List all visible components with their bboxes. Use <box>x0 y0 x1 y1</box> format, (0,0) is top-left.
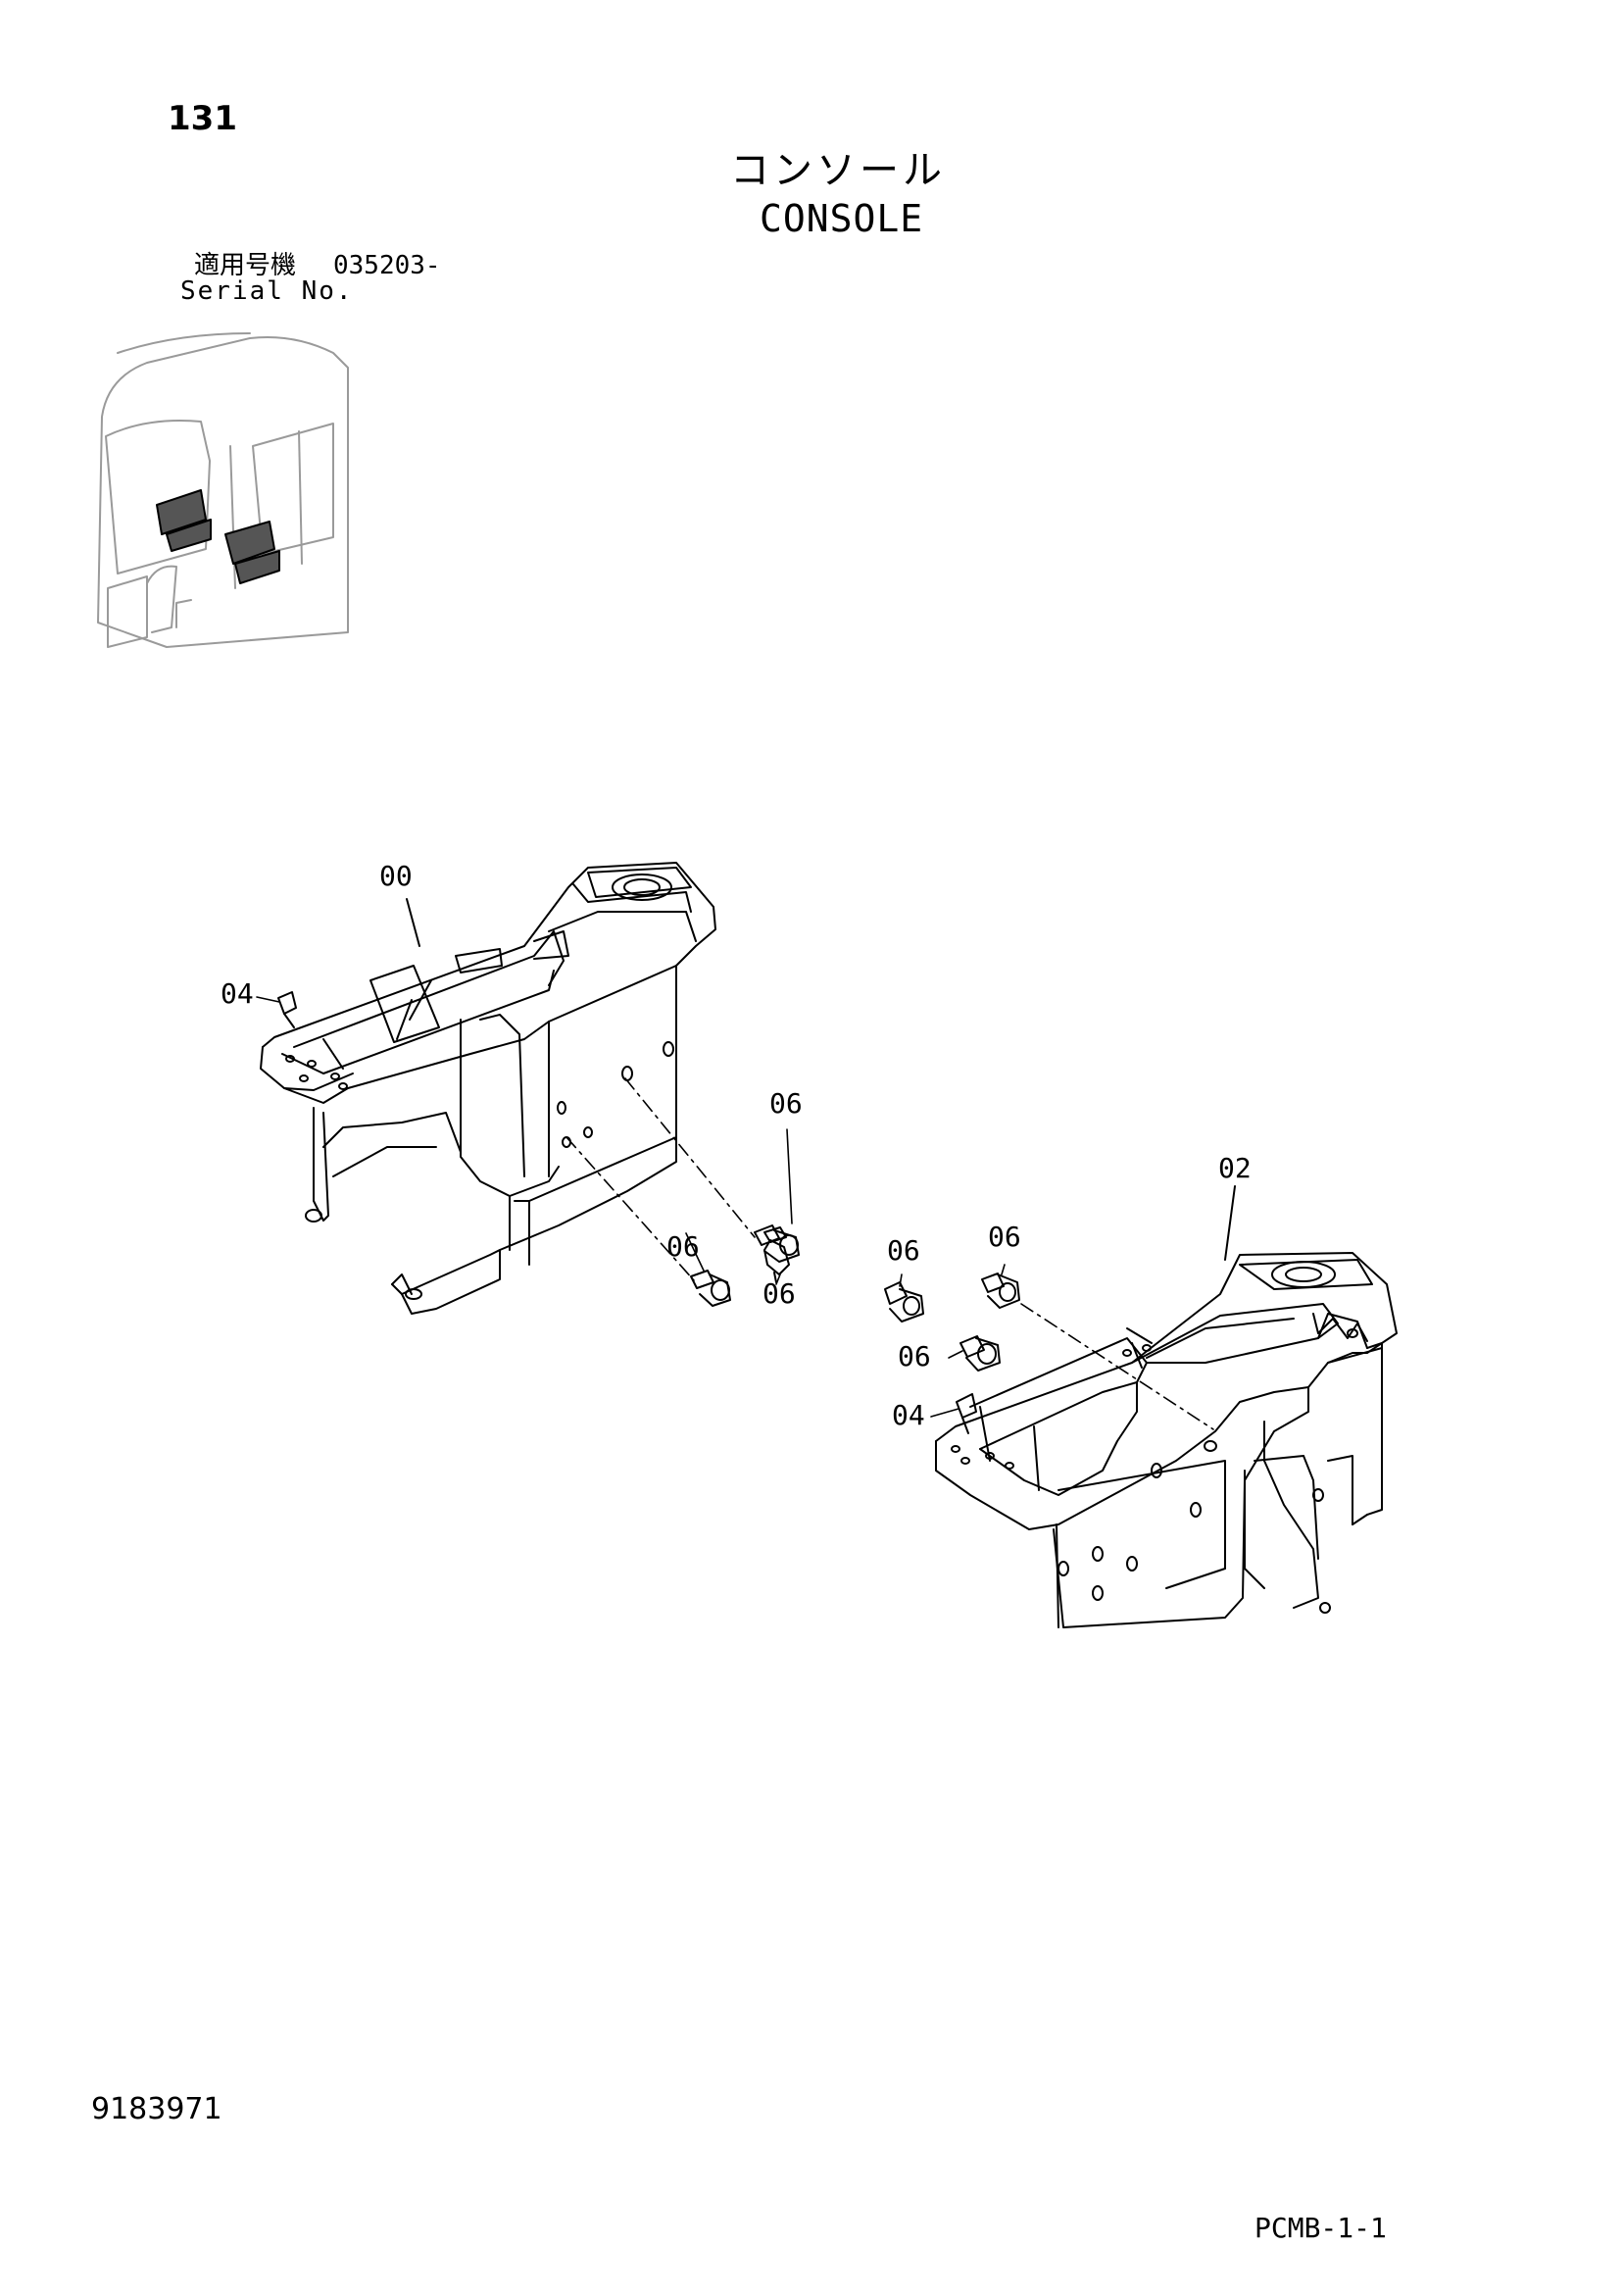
assembly-lines <box>566 1077 1214 1430</box>
callout-06-d: 06 <box>887 1234 920 1267</box>
callout-06-b: 06 <box>666 1230 700 1263</box>
bolt-group <box>690 1224 1020 1372</box>
page-number: 131 <box>168 99 237 138</box>
bolt-06-d <box>884 1281 924 1323</box>
bolt-06-f <box>959 1335 1001 1372</box>
cab-locator-illustration <box>97 332 349 648</box>
callout-04-right: 04 <box>892 1399 925 1431</box>
callout-leaders <box>256 996 1006 1418</box>
serial-label-japanese: 適用号機 <box>194 251 297 280</box>
callout-06-e: 06 <box>988 1221 1021 1253</box>
bolt-06-a <box>754 1224 800 1263</box>
serial-label-english: Serial No. <box>180 276 354 306</box>
console-assembly-00 <box>260 862 716 1315</box>
callout-06-f: 06 <box>898 1340 931 1373</box>
console-assembly-02 <box>935 1185 1398 1628</box>
callout-00: 00 <box>379 860 413 892</box>
bolt-06-e <box>981 1273 1020 1309</box>
callout-06-c: 06 <box>762 1277 796 1310</box>
title-english: CONSOLE <box>760 197 924 240</box>
callout-06-a: 06 <box>769 1087 803 1120</box>
bolt-06-b <box>690 1270 731 1307</box>
bolt-06-c <box>763 1226 790 1283</box>
title-japanese: コンソール <box>730 148 946 193</box>
document-number: 9183971 <box>91 2092 222 2126</box>
console-locator-marks <box>156 489 280 584</box>
serial-number-value: 035203- <box>333 251 441 280</box>
callout-04-left: 04 <box>221 977 254 1010</box>
callout-02: 02 <box>1218 1152 1252 1184</box>
page-code: PCMB-1-1 <box>1254 2212 1387 2244</box>
